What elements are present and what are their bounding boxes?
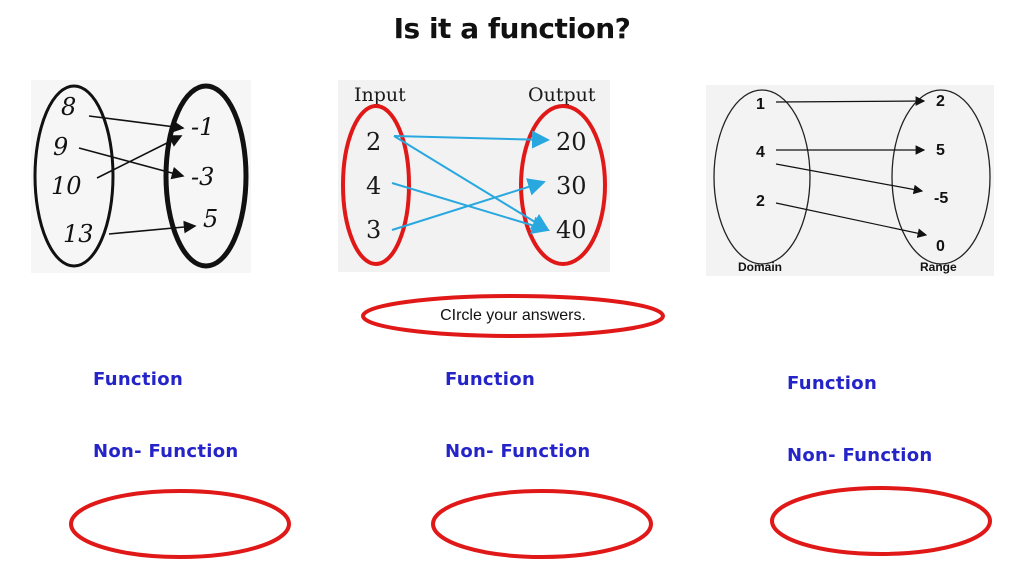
answer-oval-3[interactable] [769, 485, 993, 557]
mapping-arrow [78, 147, 185, 180]
output-value: -1 [191, 113, 214, 141]
input-value: 3 [366, 216, 381, 244]
domain-oval [713, 89, 811, 265]
output-value: -5 [934, 190, 948, 207]
mapping-arrow [391, 178, 546, 231]
mapping-diagram-1-svg: 8 9 10 13 -1 -3 5 [33, 83, 249, 269]
mapping-arrow [775, 163, 924, 195]
answer-oval-2[interactable] [430, 488, 654, 560]
instruction-oval [361, 294, 665, 338]
choice-non-function-1[interactable]: Non- Function [93, 441, 239, 462]
mapping-arrow [96, 135, 183, 179]
range-label: Range [920, 260, 957, 274]
output-header: Output [528, 84, 596, 106]
domain-label: Domain [738, 260, 782, 274]
choice-non-function-2[interactable]: Non- Function [445, 441, 591, 462]
input-value: 1 [756, 96, 765, 113]
output-value: 30 [556, 172, 587, 200]
mapping-diagram-2-svg: Input Output 2 4 3 20 30 40 [341, 84, 607, 266]
mapping-arrow [775, 202, 928, 238]
input-value: 4 [756, 144, 765, 161]
input-value: 2 [366, 128, 381, 156]
output-value: 5 [203, 205, 218, 233]
mapping-diagram-2: Input Output 2 4 3 20 30 40 [338, 80, 610, 272]
output-value: -3 [191, 163, 214, 191]
instruction-text: CIrcle your answers. [440, 307, 586, 324]
input-value: 8 [61, 93, 76, 121]
output-value: 5 [936, 142, 945, 159]
input-value: 13 [63, 220, 94, 248]
choice-non-function-3[interactable]: Non- Function [787, 445, 933, 466]
mapping-diagram-1: 8 9 10 13 -1 -3 5 [31, 80, 251, 273]
input-header: Input [354, 84, 406, 106]
instruction-callout: CIrcle your answers. [360, 293, 666, 339]
input-value: 4 [366, 172, 381, 200]
output-value: 20 [556, 128, 587, 156]
mapping-arrow [393, 135, 550, 232]
answer-oval-1[interactable] [68, 488, 292, 560]
choice-function-2[interactable]: Function [445, 369, 536, 390]
mapping-arrow [88, 115, 185, 133]
page-title: Is it a function? [393, 12, 631, 45]
output-oval [519, 104, 607, 266]
mapping-arrow [391, 182, 550, 235]
input-value: 2 [756, 193, 765, 210]
mapping-arrow [393, 130, 550, 149]
mapping-diagram-3-svg: 1 4 2 2 5 -5 0 Domain Range [713, 89, 991, 274]
mapping-diagram-3: 1 4 2 2 5 -5 0 Domain Range [706, 85, 994, 276]
input-value: 9 [53, 133, 68, 161]
output-value: 40 [556, 216, 587, 244]
range-oval [891, 89, 991, 265]
mapping-arrow [775, 96, 926, 106]
input-value: 10 [51, 172, 82, 200]
mapping-arrow [108, 220, 197, 235]
choice-function-1[interactable]: Function [93, 369, 184, 390]
choice-function-3[interactable]: Function [787, 373, 878, 394]
output-oval [163, 83, 249, 269]
output-value: 0 [936, 238, 945, 255]
input-oval [341, 104, 411, 266]
input-oval [33, 84, 115, 268]
output-value: 2 [936, 93, 945, 110]
